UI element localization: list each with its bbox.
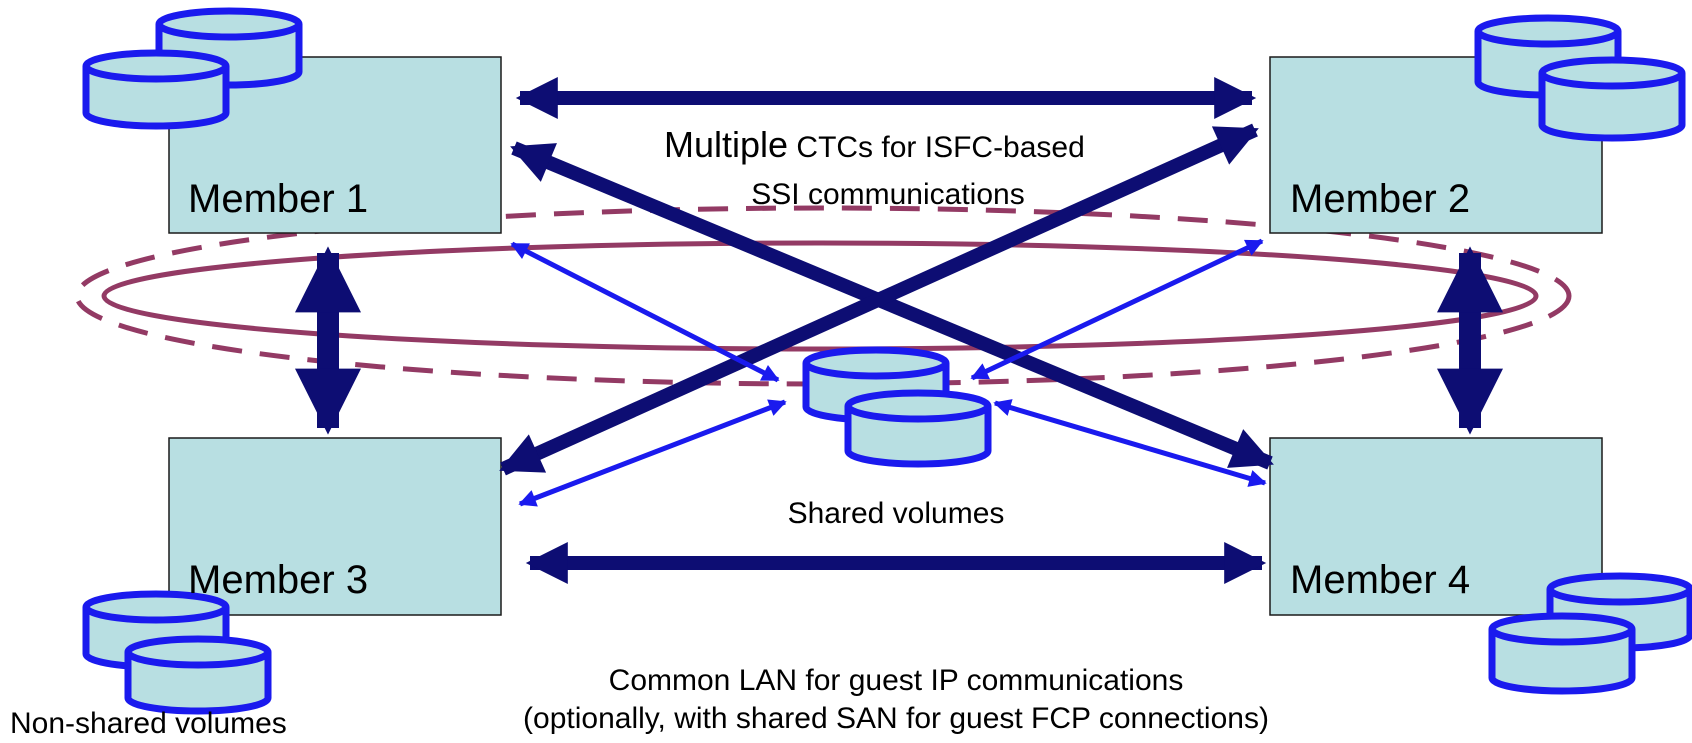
shared-volumes-label: Shared volumes (788, 497, 1005, 530)
member-4-disks (1488, 572, 1692, 695)
disk-icon (124, 635, 272, 715)
ctc-caption-emphasis: Multiple (664, 124, 788, 165)
lan-caption-line-1: Common LAN for guest IP communications (609, 664, 1184, 697)
ctc-caption-line-2: SSI communications (751, 178, 1024, 211)
volume-link-member-1 (510, 241, 780, 383)
disk-icon (82, 49, 230, 130)
member-4-label: Member 4 (1290, 558, 1470, 602)
shared-disks (802, 346, 992, 468)
member-2-disks (1474, 14, 1686, 142)
member-1-label: Member 1 (188, 177, 368, 221)
member-3-label: Member 3 (188, 558, 368, 602)
disk-icon (844, 389, 992, 468)
volume-link-member-4 (993, 399, 1267, 487)
member-3-disks (82, 590, 272, 715)
member-3-box (168, 437, 502, 616)
non-shared-volumes-label: Non-shared volumes (10, 707, 287, 738)
disk-icon (1538, 56, 1686, 142)
lan-caption-line-2: (optionally, with shared SAN for guest F… (523, 702, 1269, 735)
disk-icon (1488, 612, 1636, 695)
member-4-box (1269, 437, 1603, 616)
member-2-label: Member 2 (1290, 177, 1470, 221)
volume-link-member-2 (970, 238, 1264, 381)
ctc-caption-line-1: Multiple CTCs for ISFC-based (664, 124, 1085, 165)
member-1-disks (82, 7, 303, 130)
volume-link-member-3 (518, 399, 787, 507)
ctc-caption-rest: CTCs for ISFC-based (788, 131, 1085, 164)
